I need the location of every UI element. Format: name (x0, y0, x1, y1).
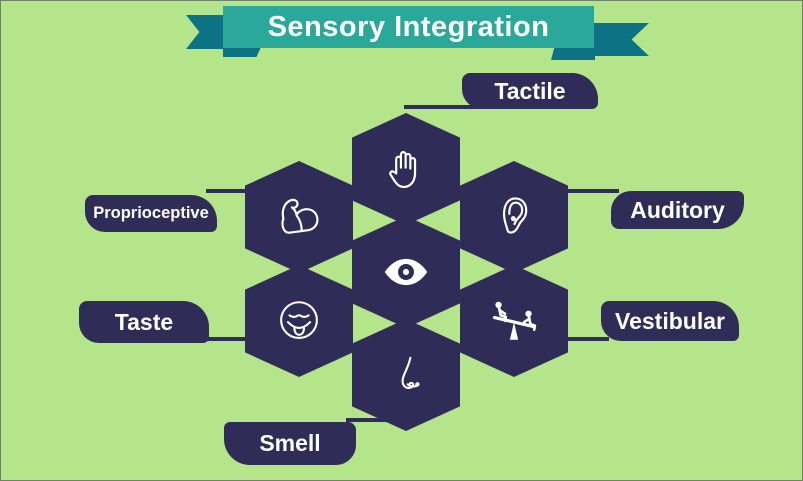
flexed-arm-icon (270, 188, 328, 246)
hexagon-proprioceptive (245, 161, 353, 273)
connector-auditory (559, 189, 619, 193)
hexagon-taste (245, 265, 353, 377)
ribbon-fold-right (551, 47, 595, 60)
ribbon-tail-right (591, 23, 649, 56)
smiley-tongue-icon (270, 292, 328, 350)
label-vestibular: Vestibular (601, 301, 739, 341)
label-proprioceptive-text: Proprioceptive (93, 204, 209, 222)
page-title: Sensory Integration (267, 10, 550, 43)
hand-icon (377, 140, 435, 198)
hexagon-visual-center (352, 216, 460, 328)
label-proprioceptive: Proprioceptive (85, 195, 217, 232)
connector-smell (346, 418, 396, 422)
label-auditory-text: Auditory (630, 196, 725, 223)
connector-proprioceptive (206, 189, 254, 193)
connector-tactile (404, 105, 484, 109)
ear-icon (485, 188, 543, 246)
nose-icon (377, 346, 435, 404)
label-tactile-text: Tactile (494, 77, 566, 104)
ribbon-tail-left (186, 15, 228, 49)
title-banner: Sensory Integration (223, 6, 594, 48)
label-smell-text: Smell (259, 430, 321, 456)
label-taste-text: Taste (114, 308, 174, 335)
seesaw-icon (484, 291, 544, 351)
hexagon-auditory (460, 161, 568, 273)
label-smell: Smell (224, 422, 356, 465)
hexagon-vestibular (460, 265, 568, 377)
label-vestibular-text: Vestibular (615, 307, 725, 334)
connector-taste (201, 337, 253, 341)
hexagon-smell (352, 319, 460, 431)
hexagon-tactile (352, 113, 460, 225)
label-taste: Taste (79, 301, 209, 343)
label-auditory: Auditory (611, 191, 744, 229)
connector-vestibular (559, 337, 609, 341)
eye-icon (377, 243, 435, 301)
ribbon-fold-left (223, 47, 261, 57)
label-tactile: Tactile (462, 73, 598, 109)
